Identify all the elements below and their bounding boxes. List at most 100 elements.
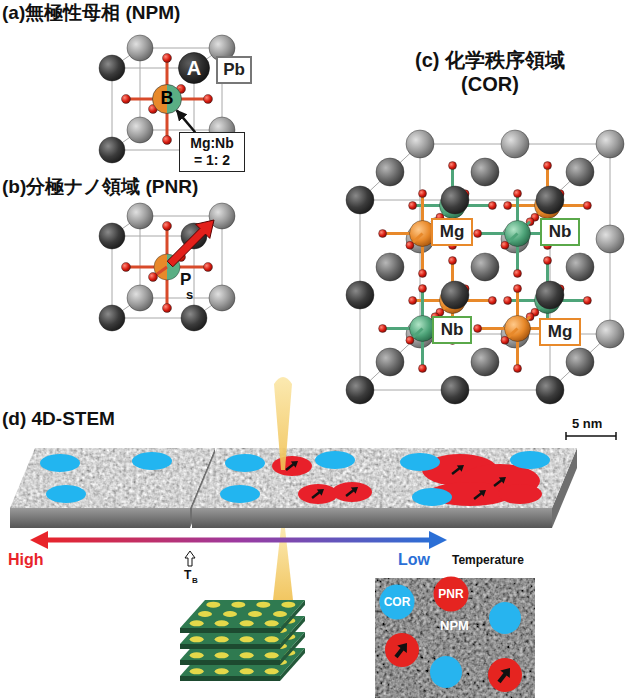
pnr-region bbox=[332, 482, 372, 502]
scale-line bbox=[566, 435, 616, 437]
temperature-bar bbox=[44, 538, 432, 543]
node-text: Mg:Nb = 1: 2 bbox=[186, 135, 238, 169]
pb-atom bbox=[127, 285, 153, 311]
node-circle bbox=[380, 585, 415, 620]
panel-heading: (c) 化学秩序領域 (COR) bbox=[400, 48, 580, 96]
slab-top bbox=[10, 448, 215, 508]
oxygen-atom bbox=[544, 162, 552, 170]
node-text: Nb bbox=[549, 222, 572, 242]
pb-atom bbox=[346, 376, 374, 404]
diffraction-spot bbox=[231, 602, 245, 608]
cor-region bbox=[400, 453, 440, 471]
cor-region bbox=[489, 602, 521, 634]
diffraction-spot bbox=[190, 652, 204, 658]
pb-atom bbox=[566, 158, 594, 186]
polarization-arrow bbox=[497, 668, 510, 683]
sample-slab bbox=[10, 448, 215, 528]
diffraction-spot bbox=[223, 611, 237, 617]
diffraction-spot bbox=[240, 652, 254, 658]
diffraction-spot bbox=[215, 636, 229, 642]
oxygen-atom bbox=[419, 190, 427, 198]
cor-region bbox=[315, 451, 355, 469]
oxygen-atom bbox=[449, 257, 457, 265]
oxygen-atom bbox=[514, 190, 522, 198]
cor-region: COR bbox=[379, 584, 415, 620]
pb-atom bbox=[127, 203, 153, 229]
oxygen-atom bbox=[514, 285, 522, 293]
pb-atom bbox=[209, 285, 235, 311]
pb-atom bbox=[376, 253, 404, 281]
pnr-region: PNR bbox=[433, 576, 469, 612]
nb-tag: Nb bbox=[540, 218, 581, 246]
oxygen-atom bbox=[406, 336, 414, 344]
pb-atom bbox=[99, 137, 125, 163]
panel-heading: (a)無極性母相 (NPM) bbox=[2, 2, 180, 25]
pb-atom bbox=[536, 376, 564, 404]
polarization-arrow bbox=[451, 465, 464, 475]
pnr-region bbox=[488, 658, 522, 692]
slab-top bbox=[192, 448, 397, 508]
pb-atom bbox=[376, 158, 404, 186]
oxygen-atom bbox=[474, 230, 482, 238]
oxygen-atom bbox=[504, 202, 512, 210]
pb-atom bbox=[471, 158, 499, 186]
pb-atom bbox=[441, 186, 469, 214]
oxygen-atom bbox=[379, 325, 387, 333]
oxygen-atom bbox=[419, 269, 427, 277]
oxygen-atom bbox=[163, 304, 172, 313]
oxygen-atom bbox=[419, 285, 427, 293]
diffraction-spot bbox=[273, 611, 287, 617]
panel-heading: (b)分極ナノ領域 (PNR) bbox=[2, 176, 198, 199]
oxygen-atom bbox=[583, 297, 591, 305]
axis-label: Temperature bbox=[452, 553, 524, 567]
temperature-end: Low bbox=[398, 550, 430, 569]
node-text: PNR bbox=[438, 587, 463, 601]
polarization-arrow bbox=[345, 487, 358, 497]
oxygen-atom bbox=[163, 54, 172, 63]
diffraction-spot bbox=[198, 611, 212, 617]
ratio-box: Mg:Nb = 1: 2 bbox=[179, 132, 245, 172]
polarization-arrow bbox=[285, 461, 298, 471]
sample-slab bbox=[372, 448, 577, 528]
diffraction-spot bbox=[190, 636, 204, 642]
sample-slab bbox=[192, 448, 397, 528]
diffraction-spot bbox=[215, 652, 229, 658]
a-site-atom: A bbox=[178, 52, 210, 84]
mg-tag: Mg bbox=[431, 218, 474, 246]
temperature-end: High bbox=[8, 550, 44, 569]
mg-tag: Mg bbox=[539, 318, 582, 346]
diffraction-spot bbox=[265, 652, 279, 658]
oxygen-atom bbox=[379, 230, 387, 238]
perovskite-cell bbox=[99, 203, 235, 331]
diffraction-spot bbox=[206, 602, 220, 608]
temperature-arrow bbox=[30, 531, 447, 549]
cor-region bbox=[430, 656, 462, 688]
diffraction-spot bbox=[190, 620, 204, 626]
node-text: Pb bbox=[223, 60, 245, 80]
temperature-symbol: T bbox=[184, 568, 191, 582]
nb-tag: Nb bbox=[432, 316, 473, 344]
polarization-arrow bbox=[311, 489, 324, 499]
oxygen-atom bbox=[409, 202, 417, 210]
panel-heading: (d) 4D-STEM bbox=[2, 408, 115, 431]
oxygen-atom bbox=[583, 202, 591, 210]
diffraction-spot bbox=[240, 620, 254, 626]
pattern-edge bbox=[180, 644, 280, 649]
cor-region bbox=[40, 454, 80, 472]
pattern-edge bbox=[180, 676, 280, 681]
pb-atom bbox=[127, 35, 153, 61]
pb-atom bbox=[536, 281, 564, 309]
oxygen-atom bbox=[204, 95, 213, 104]
polarization-arrow bbox=[493, 477, 506, 487]
oxygen-atom bbox=[204, 263, 213, 272]
oxygen-atom bbox=[474, 325, 482, 333]
oxygen-atom bbox=[122, 95, 131, 104]
scale-tick bbox=[565, 432, 567, 440]
pb-atom bbox=[406, 130, 434, 158]
pb-atom bbox=[596, 130, 624, 158]
electron-beam bbox=[274, 377, 292, 470]
oxygen-atom bbox=[488, 202, 496, 210]
perovskite-cell bbox=[346, 130, 624, 404]
pb-atom bbox=[99, 223, 125, 249]
diffraction-spot bbox=[215, 620, 229, 626]
